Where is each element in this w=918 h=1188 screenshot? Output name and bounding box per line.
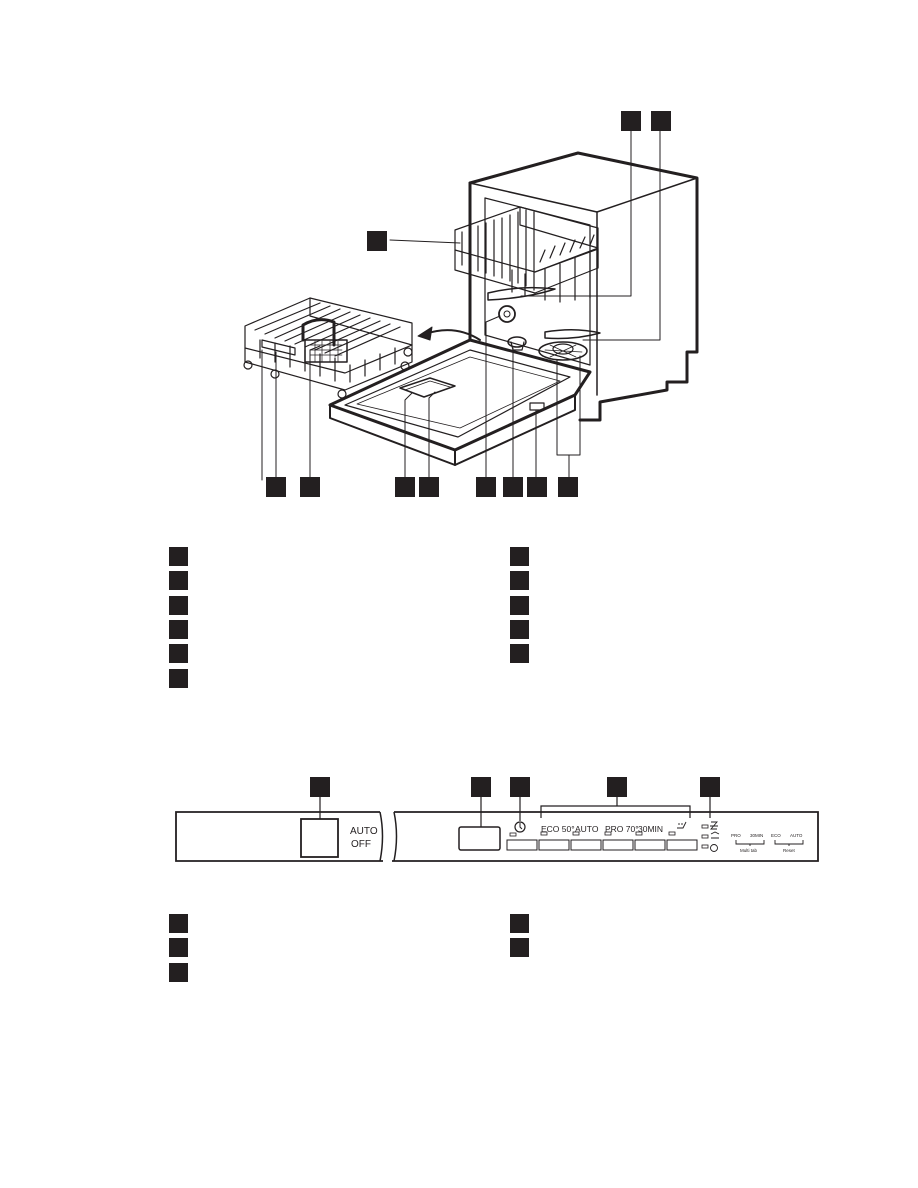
panel-off-label: OFF (351, 839, 371, 850)
lower-basket (243, 297, 413, 481)
legend-box (169, 596, 188, 615)
basket-arrow (424, 329, 481, 341)
option-30min-label: 30MIN (750, 833, 763, 838)
delay-start-icon (514, 821, 526, 833)
program-pro70-label: PRO 70° (605, 824, 639, 834)
rinse-aid-indicator-icon (710, 831, 720, 839)
legend-box (169, 938, 188, 957)
legend-box (169, 644, 188, 663)
panel-auto-label: AUTO (350, 826, 378, 837)
program-wash-icon (710, 844, 718, 852)
upper-basket (454, 206, 599, 303)
callout-box-3 (651, 111, 671, 131)
salt-container-cap (498, 305, 516, 323)
open-door (328, 338, 592, 452)
callout-box-5 (300, 477, 320, 497)
callout-box-6 (395, 477, 415, 497)
legend-box (510, 914, 529, 933)
on-off-button-shape (300, 818, 339, 858)
callout-box-4 (266, 477, 286, 497)
panel-callout-box-5 (700, 777, 720, 797)
legend-box (510, 644, 529, 663)
legend-box (169, 571, 188, 590)
control-panel-illustration: AUTO OFF ECO 50° AUTO PRO 70° 30MIN PRO … (175, 797, 819, 862)
panel-callout-box-2 (471, 777, 491, 797)
detergent-dispenser (399, 377, 456, 398)
dishwasher-illustration (243, 127, 699, 486)
filter-flat (538, 341, 588, 361)
callout-box-9 (503, 477, 523, 497)
option-pro-label: PRO (731, 833, 741, 838)
callout-box-10 (527, 477, 547, 497)
legend-box (169, 620, 188, 639)
legend-box (510, 547, 529, 566)
program-auto-label: AUTO (575, 824, 599, 834)
legend-box (510, 938, 529, 957)
program-30min-label: 30MIN (638, 824, 663, 834)
legend-box (169, 669, 188, 688)
lower-spray-arm (544, 329, 601, 340)
display-shape (458, 826, 501, 851)
water-softener-cap (507, 336, 527, 348)
tap-icon (677, 821, 687, 829)
cabinet-outline (468, 151, 699, 422)
callout-box-1 (367, 231, 387, 251)
legend-box (169, 547, 188, 566)
legend-box (510, 596, 529, 615)
option-multitab-label: Multi tab (740, 848, 758, 853)
upper-spray-arm (487, 286, 556, 301)
option-reset-label: Reset (783, 848, 796, 853)
legend-box (510, 620, 529, 639)
leader-lines (275, 127, 661, 486)
salt-indicator-icon (710, 821, 718, 830)
program-eco50-label: ECO 50° (541, 824, 575, 834)
callout-box-8 (476, 477, 496, 497)
option-eco-label: ECO (771, 833, 781, 838)
panel-callout-box-4 (607, 777, 627, 797)
callout-box-7 (419, 477, 439, 497)
legend-box (169, 914, 188, 933)
callout-box-11 (558, 477, 578, 497)
panel-callout-box-3 (510, 777, 530, 797)
legend-box (510, 571, 529, 590)
option-auto-label: AUTO (790, 833, 803, 838)
panel-callout-box-1 (310, 777, 330, 797)
callout-box-2 (621, 111, 641, 131)
legend-box (169, 963, 188, 982)
